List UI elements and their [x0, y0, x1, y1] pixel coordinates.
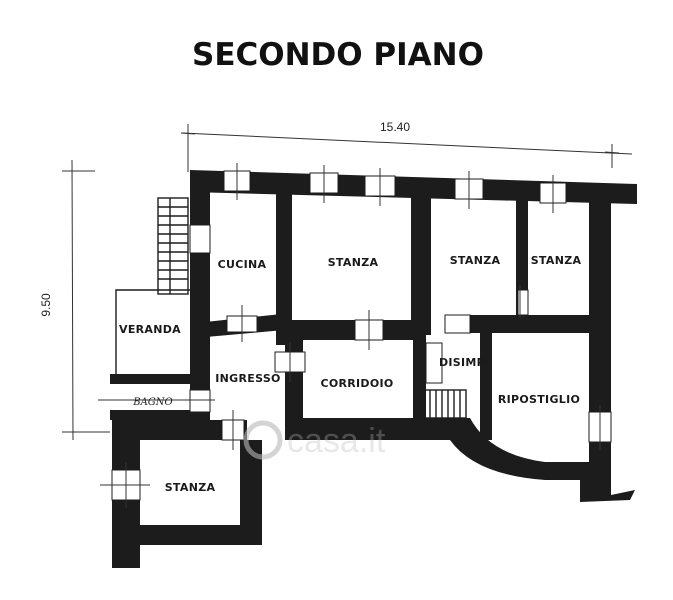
room-label-ingresso: INGRESSO: [215, 372, 280, 385]
height-dimension: 9.50: [39, 159, 110, 441]
watermark-text: casa.it: [287, 422, 386, 460]
room-label-stanza-3: STANZA: [531, 254, 582, 267]
width-label: 15.40: [380, 120, 410, 134]
opening-ticks: [98, 163, 601, 508]
walls: [110, 170, 637, 568]
room-label-ripostiglio: RIPOSTIGLIO: [498, 393, 580, 406]
stairs-lower: [417, 389, 467, 419]
room-label-stanza-4: STANZA: [165, 481, 216, 494]
height-label: 9.50: [39, 293, 53, 317]
watermark-logo-icon: [243, 420, 283, 460]
room-label-stanza-2: STANZA: [450, 254, 501, 267]
width-dimension: 15.40: [180, 120, 633, 172]
room-label-stanza-1: STANZA: [328, 256, 379, 269]
room-label-bagno: BAGNO: [132, 397, 173, 408]
page-title: SECONDO PIANO: [192, 37, 484, 73]
room-label-corridoio: CORRIDOIO: [320, 377, 393, 390]
room-label-veranda: VERANDA: [119, 323, 181, 336]
stairs-upper: [157, 197, 189, 295]
room-label-disimp: DISIMP: [439, 356, 485, 369]
watermark: casa.it: [243, 420, 386, 460]
veranda-outline: [115, 289, 190, 374]
room-label-cucina: CUCINA: [218, 258, 267, 271]
